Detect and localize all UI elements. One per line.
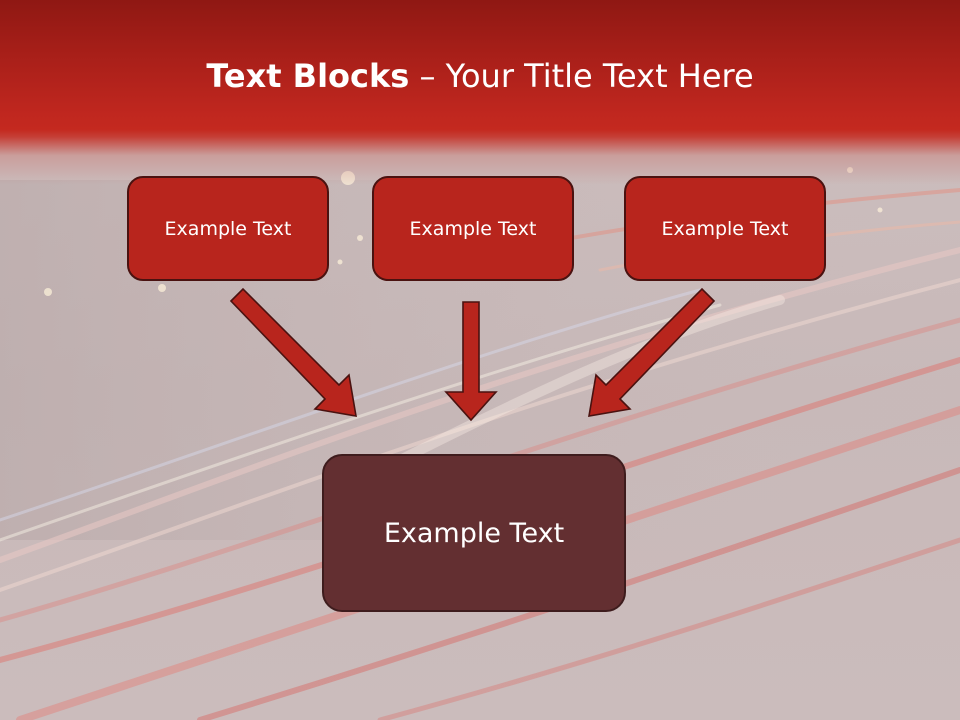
text-block-2[interactable]: Example Text	[372, 176, 574, 281]
text-block-1[interactable]: Example Text	[127, 176, 329, 281]
text-block-main[interactable]: Example Text	[322, 454, 626, 612]
text-block-2-label: Example Text	[409, 217, 537, 240]
text-block-main-label: Example Text	[383, 517, 565, 549]
text-block-3-label: Example Text	[661, 217, 789, 240]
arrow-down-left[interactable]	[588, 287, 716, 417]
slide-title-bold: Text Blocks	[206, 57, 410, 95]
arrow-down[interactable]	[444, 301, 498, 422]
arrow-down-right[interactable]	[229, 287, 357, 417]
slide-title-rest: – Your Title Text Here	[409, 57, 754, 95]
slide-title[interactable]: Text Blocks – Your Title Text Here	[0, 52, 960, 100]
text-block-3[interactable]: Example Text	[624, 176, 826, 281]
title-band	[0, 0, 960, 185]
text-block-1-label: Example Text	[164, 217, 292, 240]
